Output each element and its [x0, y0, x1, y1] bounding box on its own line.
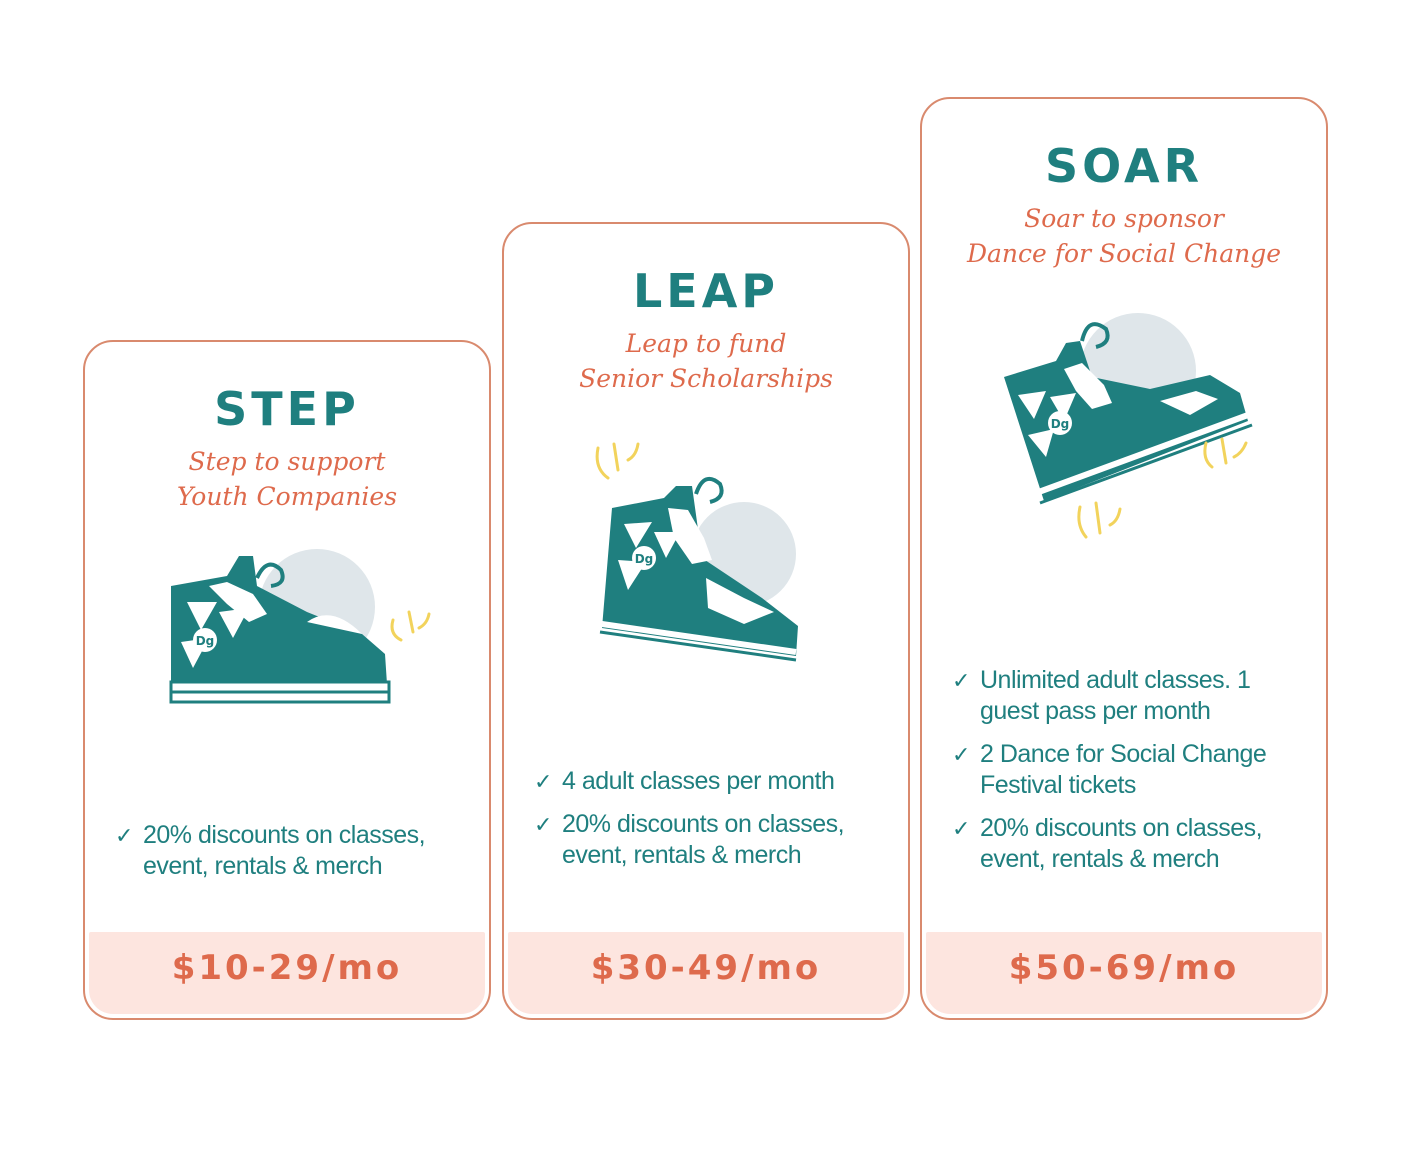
tier-card-step[interactable]: STEP Step to support Youth Companies Dg …	[83, 340, 491, 1020]
benefit-list: ✓ Unlimited adult classes. 1 guest pass …	[952, 665, 1310, 887]
check-icon: ✓	[534, 769, 552, 794]
check-icon: ✓	[952, 668, 970, 693]
sneaker-icon: Dg	[595, 442, 798, 662]
price-band: $10-29/mo	[89, 932, 485, 1014]
tier-title: STEP	[214, 382, 360, 436]
tier-tagline: Leap to fund Senior Scholarships	[579, 329, 833, 393]
tier-title: SOAR	[1044, 139, 1204, 193]
benefit-item: ✓ 2 Dance for Social Change Festival tic…	[952, 740, 1267, 799]
check-icon: ✓	[952, 816, 970, 841]
benefit-item: ✓ 20% discounts on classes, event, renta…	[952, 814, 1263, 873]
sneaker-icon: Dg	[1004, 313, 1253, 539]
check-icon: ✓	[534, 812, 552, 837]
tier-price: $30-49/mo	[590, 948, 822, 988]
check-icon: ✓	[115, 823, 133, 848]
price-band: $30-49/mo	[508, 932, 904, 1014]
check-icon: ✓	[952, 742, 970, 767]
benefit-item: ✓ 4 adult classes per month	[534, 767, 835, 795]
shoe-badge: Dg	[196, 634, 215, 648]
tier-price: $50-69/mo	[1008, 948, 1240, 988]
tier-price: $10-29/mo	[171, 948, 403, 988]
benefit-item: ✓ 20% discounts on classes, event, renta…	[534, 810, 845, 869]
tier-card-leap[interactable]: LEAP Leap to fund Senior Scholarships Dg…	[502, 222, 910, 1020]
tier-tagline: Step to support Youth Companies	[176, 447, 398, 511]
benefit-item: ✓ Unlimited adult classes. 1 guest pass …	[952, 666, 1251, 725]
shoe-badge: Dg	[1051, 417, 1070, 431]
tier-tagline: Soar to sponsor Dance for Social Change	[966, 204, 1282, 268]
shoe-badge: Dg	[635, 552, 654, 566]
benefit-list: ✓ 4 adult classes per month ✓ 20% discou…	[534, 766, 892, 883]
sneaker-icon: Dg	[169, 549, 431, 704]
benefit-item: ✓ 20% discounts on classes, event, renta…	[115, 821, 426, 880]
benefit-list: ✓ 20% discounts on classes, event, renta…	[115, 820, 473, 894]
tier-title: LEAP	[632, 264, 780, 318]
price-band: $50-69/mo	[926, 932, 1322, 1014]
tier-card-soar[interactable]: SOAR Soar to sponsor Dance for Social Ch…	[920, 97, 1328, 1020]
